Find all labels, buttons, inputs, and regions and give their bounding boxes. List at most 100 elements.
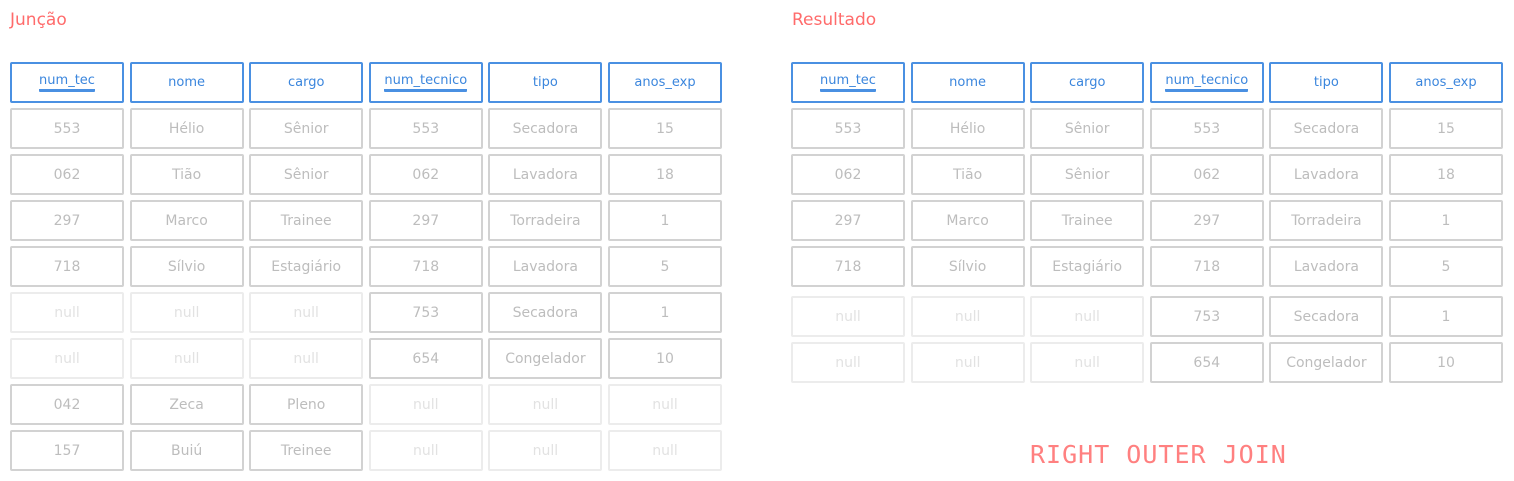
table-cell: 718 <box>10 246 124 287</box>
cell-value: Secadora <box>512 304 579 321</box>
column-header-label: nome <box>949 75 987 90</box>
cell-value: Lavadora <box>1293 258 1359 275</box>
cell-value: null <box>173 304 200 321</box>
table-cell: 297 <box>791 200 905 241</box>
cell-value: Trainee <box>1061 212 1113 229</box>
table-cell: Hélio <box>910 108 1025 149</box>
cell-value: null <box>54 304 80 321</box>
table-cell: 753 <box>1149 296 1264 337</box>
table-cell: 1 <box>608 200 722 241</box>
table-cell: 553 <box>1149 108 1264 149</box>
cell-value: Treinee <box>280 442 332 459</box>
cell-value: null <box>652 396 678 413</box>
column-header-anos-exp: anos_exp <box>608 62 722 103</box>
column-header-label: num_tec <box>39 73 95 92</box>
cell-value: Torradeira <box>1291 212 1362 229</box>
table-cell: null <box>10 338 124 379</box>
table-cell: 15 <box>1389 108 1503 149</box>
cell-value: 10 <box>656 350 674 367</box>
cell-value: null <box>532 396 559 413</box>
cell-value: Trainee <box>280 212 332 229</box>
cell-value: 753 <box>412 304 440 321</box>
cell-value: Sílvio <box>167 258 206 275</box>
table-cell: null <box>129 292 244 333</box>
cell-value: Lavadora <box>1293 166 1359 183</box>
cell-value: Lavadora <box>512 258 578 275</box>
table-cell: Marco <box>910 200 1025 241</box>
table-cell: null <box>488 384 603 425</box>
cell-value: Hélio <box>949 120 986 137</box>
table-cell: 297 <box>1149 200 1264 241</box>
cell-value: 553 <box>1193 120 1221 137</box>
table-cell: Sênior <box>1030 154 1145 195</box>
table-cell: 753 <box>368 292 483 333</box>
cell-value: Congelador <box>505 350 586 367</box>
table-cell: null <box>368 430 483 471</box>
table-cell: 5 <box>608 246 722 287</box>
table-cell: null <box>910 342 1025 383</box>
cell-value: null <box>413 442 439 459</box>
cell-value: 553 <box>412 120 440 137</box>
table-cell: 553 <box>791 108 905 149</box>
cell-value: 553 <box>834 120 862 137</box>
table-cell: Lavadora <box>1269 154 1384 195</box>
table-cell: 18 <box>1389 154 1503 195</box>
table-cell: 5 <box>1389 246 1503 287</box>
cell-value: 1 <box>1441 212 1451 229</box>
cell-value: 042 <box>53 396 81 413</box>
table-cell: Estagiário <box>1030 246 1145 287</box>
cell-value: Sênior <box>283 166 329 183</box>
table-cell: null <box>608 384 722 425</box>
cell-value: Sênior <box>283 120 329 137</box>
column-header-label: cargo <box>287 75 325 90</box>
table-cell: 10 <box>608 338 722 379</box>
column-header-label: anos_exp <box>1415 75 1477 90</box>
cell-value: Pleno <box>286 396 326 413</box>
column-header-cargo: cargo <box>1030 62 1145 103</box>
cell-value: Marco <box>946 212 989 229</box>
cell-value: 157 <box>53 442 81 459</box>
column-header-label: num_tecnico <box>1165 73 1249 92</box>
table-cell: Sênior <box>249 154 364 195</box>
cell-value: null <box>1074 354 1100 371</box>
cell-value: 718 <box>53 258 81 275</box>
table-cell: null <box>791 296 905 337</box>
cell-value: Zeca <box>169 396 204 413</box>
cell-value: Secadora <box>1293 308 1360 325</box>
table-cell: Secadora <box>1269 108 1384 149</box>
table-cell: Pleno <box>249 384 364 425</box>
column-header-anos-exp: anos_exp <box>1389 62 1503 103</box>
cell-value: 15 <box>656 120 674 137</box>
column-header-label: tipo <box>1313 75 1339 90</box>
table-cell: Estagiário <box>249 246 364 287</box>
table-cell: 718 <box>1149 246 1264 287</box>
table-cell: Sênior <box>249 108 364 149</box>
cell-value: Estagiário <box>1052 258 1123 275</box>
column-header-label: cargo <box>1068 75 1106 90</box>
cell-value: Buiú <box>170 442 203 459</box>
cell-value: 553 <box>53 120 81 137</box>
table-cell: Secadora <box>1269 296 1384 337</box>
table-cell: Sílvio <box>129 246 244 287</box>
cell-value: null <box>652 442 678 459</box>
cell-value: Tião <box>172 166 202 183</box>
table-cell: null <box>129 338 244 379</box>
table-cell: null <box>249 338 364 379</box>
cell-value: null <box>835 354 861 371</box>
table-cell: Congelador <box>488 338 603 379</box>
column-header-num-tec: num_tec <box>10 62 124 103</box>
table-cell: null <box>1030 342 1145 383</box>
table-cell: 297 <box>368 200 483 241</box>
cell-value: 718 <box>1193 258 1221 275</box>
table-cell: 553 <box>10 108 124 149</box>
cell-value: 5 <box>660 258 670 275</box>
cell-value: 297 <box>834 212 862 229</box>
cell-value: Sílvio <box>948 258 987 275</box>
table-cell: 062 <box>1149 154 1264 195</box>
table-cell: null <box>249 292 364 333</box>
table-cell: 062 <box>791 154 905 195</box>
column-header-label: num_tecnico <box>384 73 468 92</box>
table-cell: null <box>791 342 905 383</box>
cell-value: 15 <box>1437 120 1455 137</box>
column-header-nome: nome <box>129 62 244 103</box>
